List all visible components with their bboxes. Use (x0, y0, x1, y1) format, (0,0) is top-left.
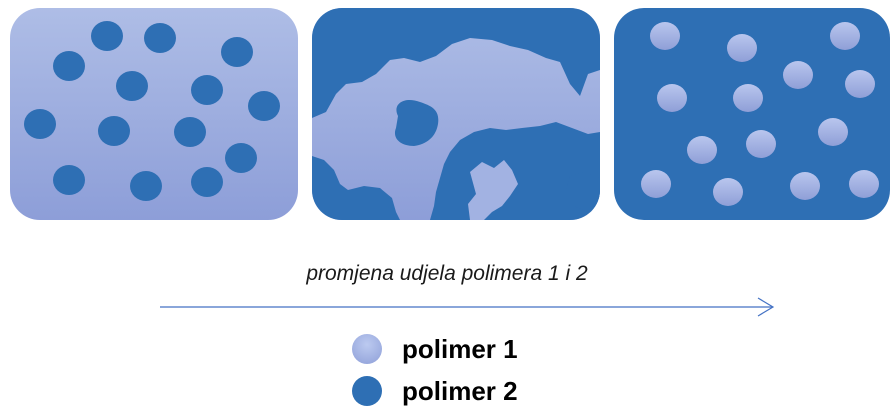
panel-dispersed-polimer2 (10, 8, 298, 220)
polimer2-droplet (130, 171, 162, 201)
polimer1-inlet (468, 160, 518, 220)
polimer2-swatch-icon (352, 376, 382, 406)
panel-co-continuous (312, 8, 600, 220)
arrow-caption: promjena udjela polimera 1 i 2 (306, 262, 588, 285)
polimer1-droplet (641, 170, 671, 198)
legend-item-polimer1: polimer 1 (0, 331, 894, 367)
polimer1-droplet (713, 178, 743, 206)
polimer2-droplet (116, 71, 148, 101)
polimer2-droplet (53, 165, 85, 195)
polimer2-droplet (91, 21, 123, 51)
polimer1-droplet (845, 70, 875, 98)
polimer1-droplet (650, 22, 680, 50)
panel-dispersed-polimer1 (614, 8, 890, 220)
polimer1-droplet (830, 22, 860, 50)
polimer1-droplet (783, 61, 813, 89)
polimer2-droplet (24, 109, 56, 139)
polimer2-bottom-right-phase (430, 122, 600, 220)
polimer2-island (394, 99, 439, 146)
polimer2-droplet (174, 117, 206, 147)
polimer2-bottom-right-lobe (566, 172, 600, 214)
polimer2-droplet (98, 116, 130, 146)
direction-arrow (160, 297, 775, 317)
polimer2-droplet (191, 75, 223, 105)
polimer2-top-phase (312, 8, 600, 118)
polimer2-droplet (221, 37, 253, 67)
polimer1-droplet (733, 84, 763, 112)
polimer1-droplet (849, 170, 879, 198)
legend-label: polimer 1 (402, 333, 518, 364)
polimer2-bottom-left-phase (312, 156, 400, 220)
legend-item-polimer2: polimer 2 (0, 373, 894, 409)
polimer2-droplet (191, 167, 223, 197)
polimer2-droplet (248, 91, 280, 121)
arrow-head (757, 297, 775, 317)
polimer1-droplet (657, 84, 687, 112)
polimer1-droplet (727, 34, 757, 62)
polimer2-droplet (144, 23, 176, 53)
polimer1-droplet (746, 130, 776, 158)
legend-label: polimer 2 (402, 375, 518, 406)
polimer1-droplet (790, 172, 820, 200)
polimer1-droplet (687, 136, 717, 164)
panel-3-matrix (614, 8, 890, 220)
polimer1-droplet (818, 118, 848, 146)
polimer1-swatch-icon (352, 334, 382, 364)
polimer2-droplet (225, 143, 257, 173)
polimer2-droplet (53, 51, 85, 81)
